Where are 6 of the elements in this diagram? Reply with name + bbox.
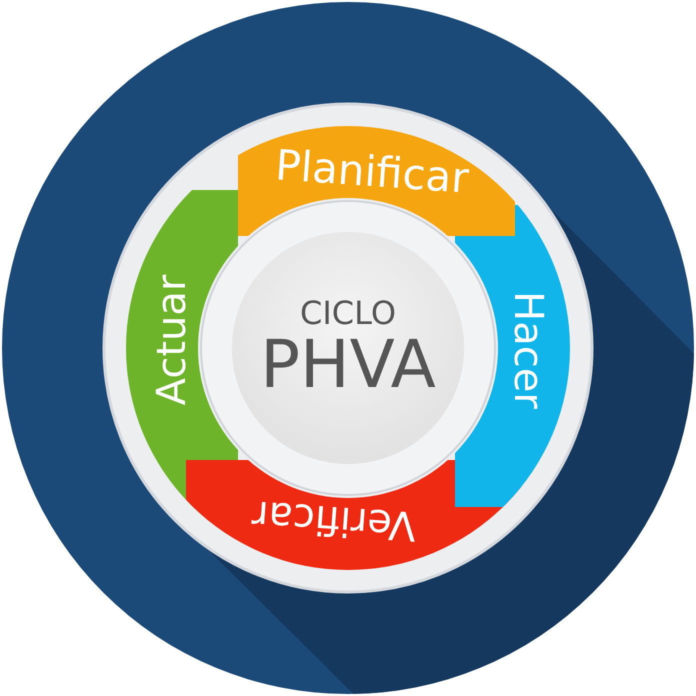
- segment-label: Verificar: [250, 494, 418, 546]
- segment-label: Actuar: [152, 274, 192, 406]
- cycle-heading: CICLO: [300, 296, 396, 330]
- segment-label: Planificar: [274, 144, 470, 200]
- segment-label: Hacer: [508, 291, 548, 409]
- cycle-title: PHVA: [260, 330, 436, 400]
